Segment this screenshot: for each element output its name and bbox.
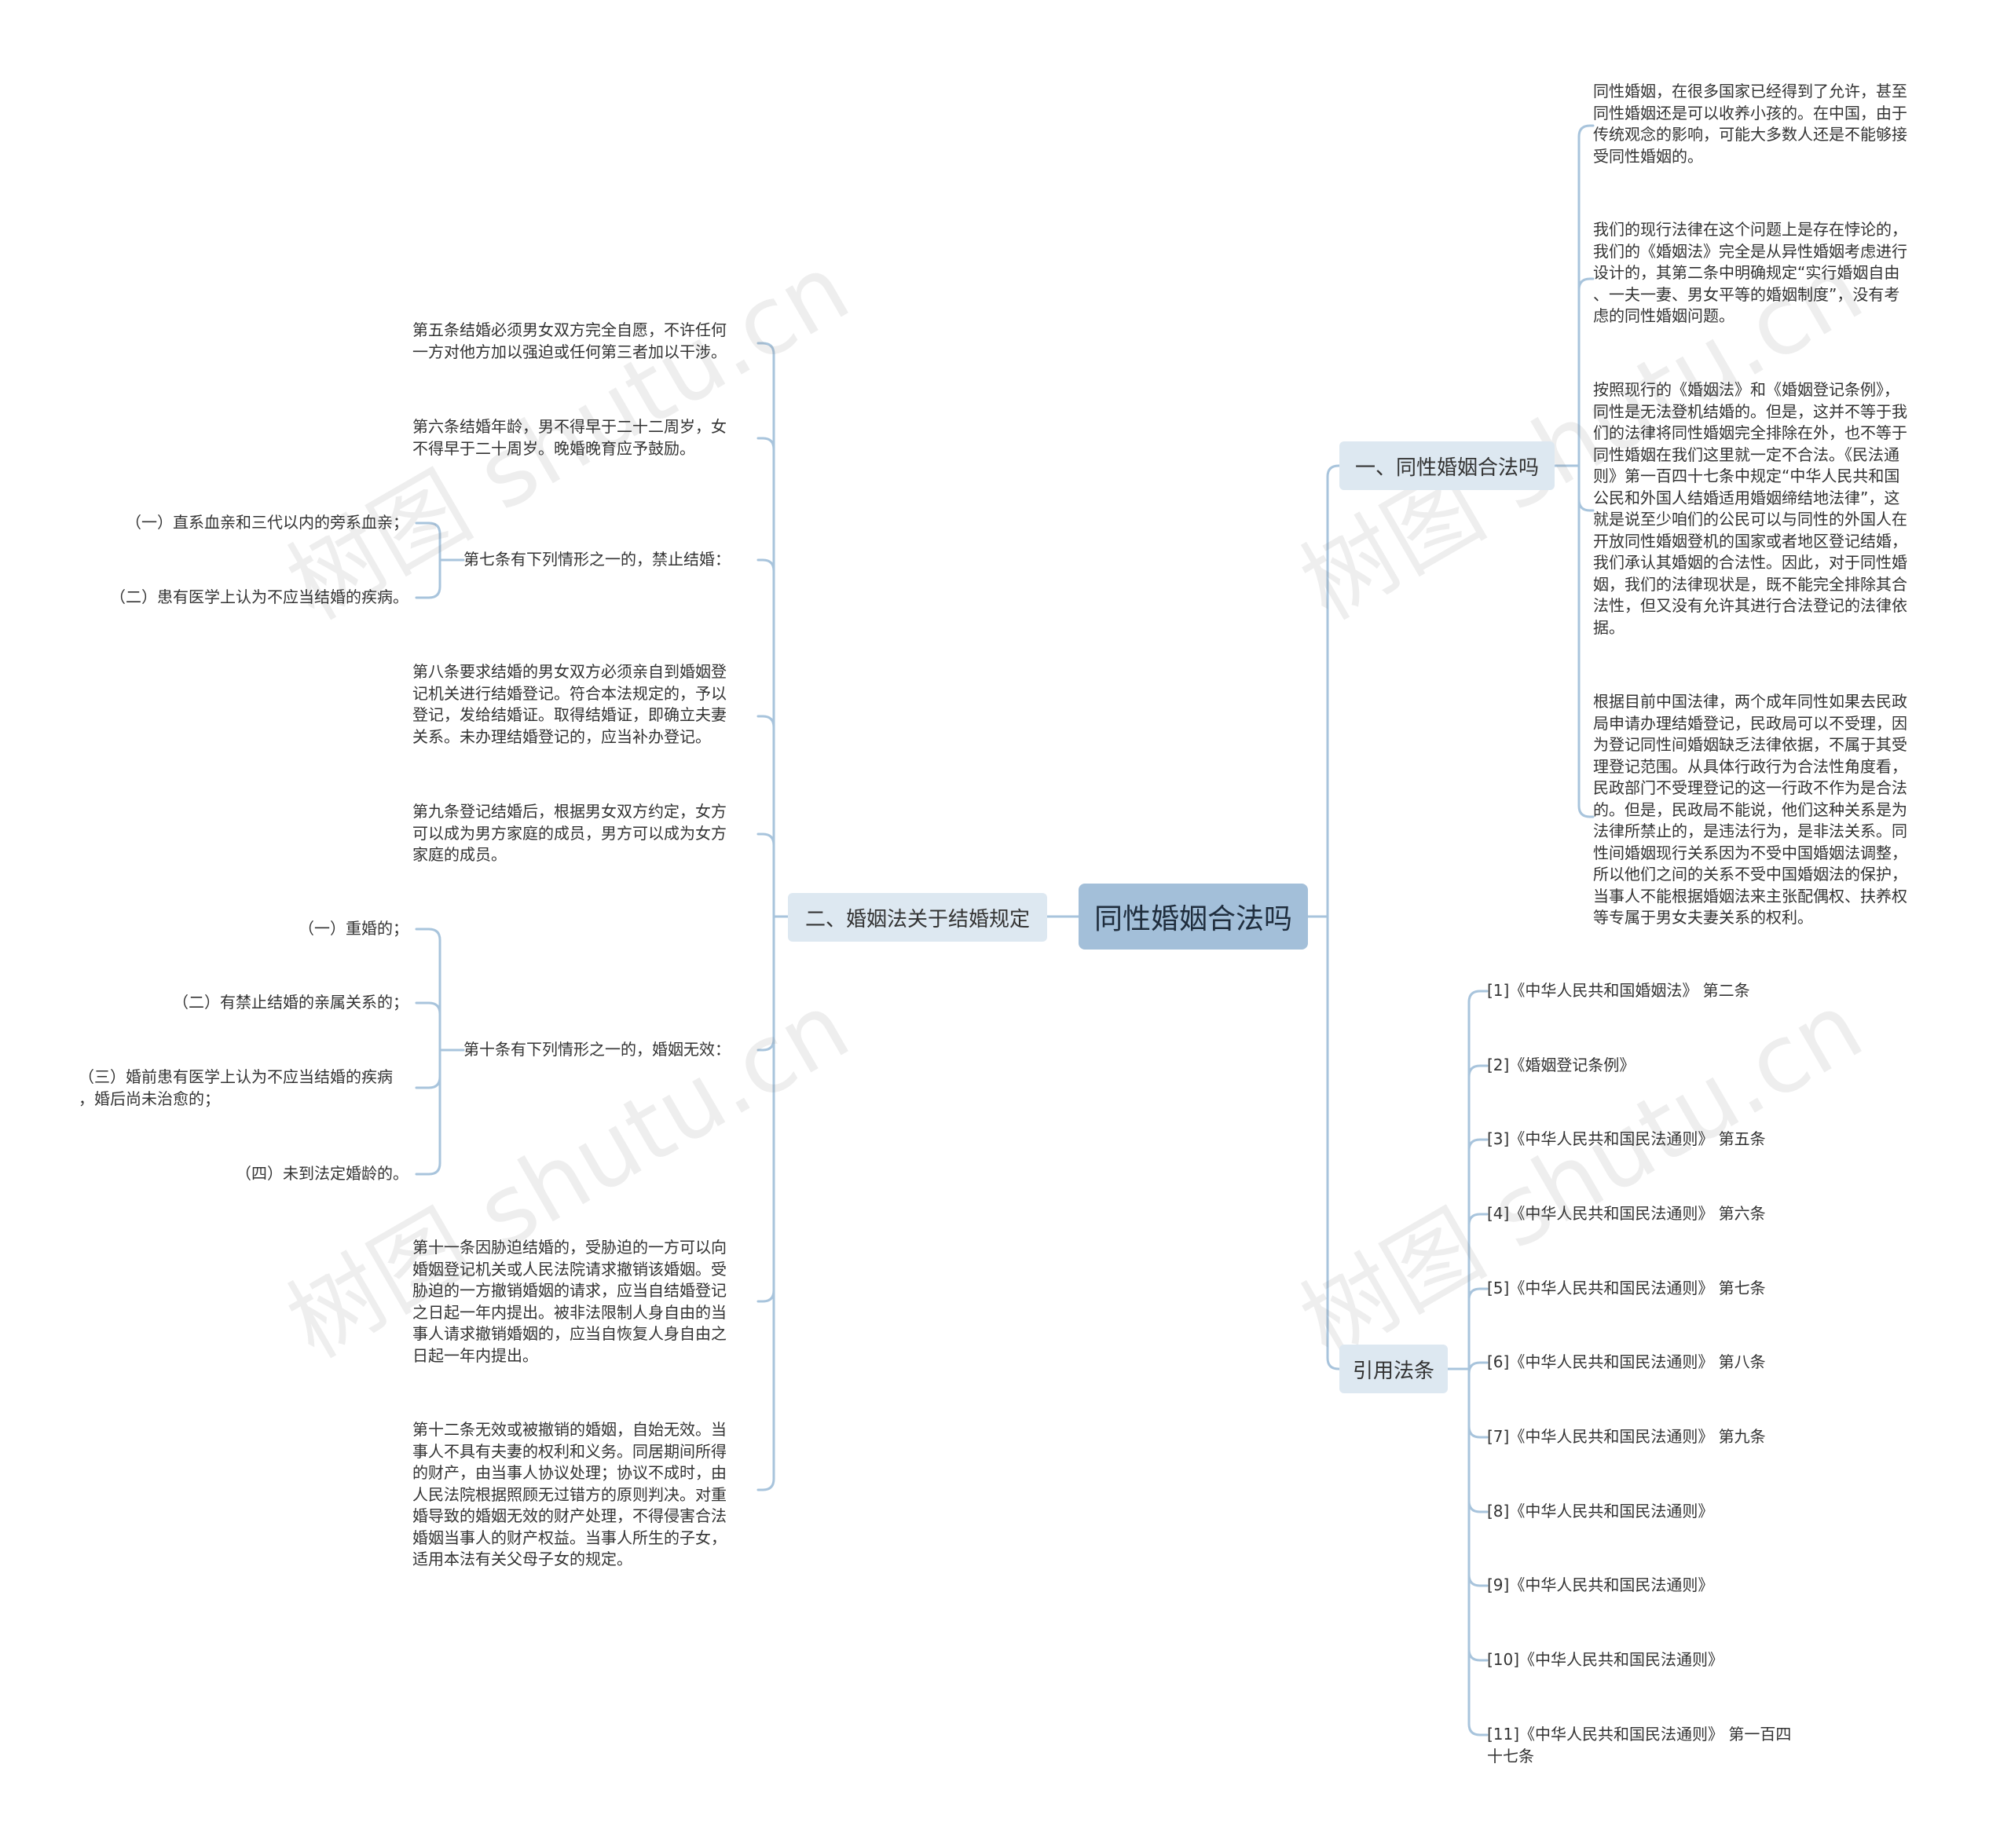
legality-text-3: 按照现行的《婚姻法》和《婚姻登记条例》， 同性是无法登机结婚的。但是，这并不等于… <box>1593 380 1907 637</box>
article7-connectors <box>415 521 441 562</box>
article-10[interactable]: 第十条有下列情形之一的，婚姻无效： <box>463 1040 731 1059</box>
legality-text-4: 根据目前中国法律，两个成年同性如果去民政 局申请办理结婚登记，民政局可以不受理，… <box>1593 692 1907 927</box>
citation-5[interactable]: [5]《中华人民共和国民法通则》 第七条 <box>1487 1279 1766 1297</box>
citation-4[interactable]: [4]《中华人民共和国民法通则》 第六条 <box>1487 1204 1766 1223</box>
citation-connectors <box>1467 990 1489 1370</box>
citation-connectors <box>1467 1367 1489 1513</box>
citation-3[interactable]: [3]《中华人民共和国民法通则》 第五条 <box>1487 1129 1766 1148</box>
article-connectors <box>756 437 775 918</box>
citation-connectors <box>1467 1367 1489 1587</box>
root-to-right-branches <box>1326 915 1341 1370</box>
article10-connectors <box>415 1001 441 1052</box>
citation-6[interactable]: [6]《中华人民共和国民法通则》 第八条 <box>1487 1352 1766 1371</box>
legality-text-2: 我们的现行法律在这个问题上是存在悖论的， 我们的《婚姻法》完全是从异性婚姻考虑进… <box>1593 220 1907 325</box>
legality-connectors <box>1577 277 1595 467</box>
article-connectors <box>756 915 775 1491</box>
legality-connectors <box>1577 464 1595 818</box>
article-7-sub-1: （一）直系血亲和三代以内的旁系血亲； <box>126 513 408 532</box>
legality-connectors <box>1577 464 1595 512</box>
citation-10[interactable]: [10]《中华人民共和国民法通则》 <box>1487 1650 1724 1669</box>
article-5: 第五条结婚必须男女双方完全自愿，不许任何 一方对他方加以强迫或任何第三者加以干涉… <box>412 320 727 361</box>
article10-connectors <box>415 1048 441 1176</box>
root-node[interactable]: 同性婚姻合法吗 <box>1079 884 1308 950</box>
article-connectors <box>756 833 775 918</box>
article-connectors <box>756 915 775 1052</box>
citation-7[interactable]: [7]《中华人民共和国民法通则》 第九条 <box>1487 1427 1766 1446</box>
article-12: 第十二条无效或被撤销的婚姻，自始无效。当 事人不具有夫妻的权利和义务。同居期间所… <box>412 1420 727 1568</box>
branch-node-marriage-law[interactable]: 二、婚姻法关于结婚规定 <box>788 893 1047 942</box>
article-7-sub-2: （二）患有医学上认为不应当结婚的疾病。 <box>110 587 408 606</box>
article-connectors <box>756 558 775 918</box>
citation-connectors <box>1467 1367 1489 1736</box>
article7-connectors <box>415 558 441 599</box>
citation-connectors <box>1467 1213 1489 1370</box>
legality-connectors <box>1577 124 1595 467</box>
article10-connectors <box>415 928 441 1052</box>
article-connectors <box>756 715 775 918</box>
article-connectors <box>756 342 775 918</box>
citation-9[interactable]: [9]《中华人民共和国民法通则》 <box>1487 1575 1714 1594</box>
article-10-sub-1: （一）重婚的； <box>299 919 408 938</box>
article-8: 第八条要求结婚的男女双方必须亲自到婚姻登 记机关进行结婚登记。符合本法规定的，予… <box>412 662 727 746</box>
citation-connectors <box>1467 1361 1489 1375</box>
branch-node-citations[interactable]: 引用法条 <box>1339 1345 1448 1393</box>
article-9: 第九条登记结婚后，根据男女双方约定，女方 可以成为男方家庭的成员，男方可以成为女… <box>412 802 727 864</box>
citation-connectors <box>1467 1138 1489 1370</box>
citation-connectors <box>1467 1064 1489 1370</box>
article-10-sub-3: （三）婚前患有医学上认为不应当结婚的疾病 ，婚后尚未治愈的； <box>79 1067 393 1108</box>
article-7[interactable]: 第七条有下列情形之一的，禁止结婚： <box>463 550 731 569</box>
legality-text-1: 同性婚姻，在很多国家已经得到了允许，甚至 同性婚姻还是可以收养小孩的。在中国，由… <box>1593 82 1907 166</box>
article-11: 第十一条因胁迫结婚的，受胁迫的一方可以向 婚姻登记机关或人民法院请求撤销该婚姻。… <box>412 1238 727 1365</box>
branch-node-legality[interactable]: 一、同性婚姻合法吗 <box>1339 441 1555 490</box>
citation-8[interactable]: [8]《中华人民共和国民法通则》 <box>1487 1502 1714 1520</box>
article-connectors <box>756 915 775 1303</box>
article-10-sub-2: （二）有禁止结婚的亲属关系的； <box>173 993 408 1012</box>
citation-connectors <box>1467 1367 1489 1439</box>
citation-connectors <box>1467 1287 1489 1370</box>
citation-connectors <box>1467 1367 1489 1662</box>
citation-1[interactable]: [1]《中华人民共和国婚姻法》 第二条 <box>1487 981 1750 1000</box>
citation-2[interactable]: [2]《婚姻登记条例》 <box>1487 1056 1636 1074</box>
article-10-sub-4: （四）未到法定婚龄的。 <box>236 1164 408 1183</box>
root-to-right-branches <box>1326 464 1341 918</box>
article-6: 第六条结婚年龄，男不得早于二十二周岁，女 不得早于二十周岁。晚婚晚育应予鼓励。 <box>412 417 727 458</box>
citation-11[interactable]: [11]《中华人民共和国民法通则》 第一百四 十七条 <box>1487 1725 1792 1766</box>
